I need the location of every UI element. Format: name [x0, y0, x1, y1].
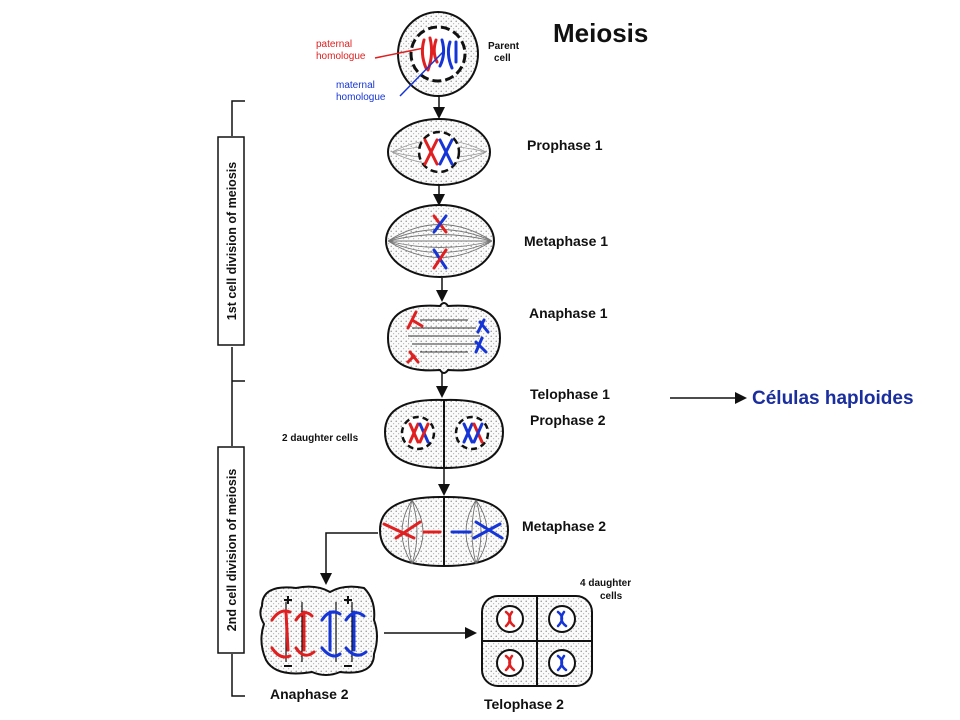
anaphase1-cell — [386, 302, 502, 374]
paternal-pointer — [374, 47, 425, 59]
label-four-daughter-2: cells — [600, 591, 623, 602]
bracket-label-first-division: 1st cell division of meiosis — [217, 136, 245, 346]
label-prophase1: Prophase 1 — [527, 137, 603, 153]
label-two-daughter-cells: 2 daughter cells — [282, 433, 359, 444]
paternal-label-2: homologue — [316, 51, 366, 62]
label-metaphase2: Metaphase 2 — [522, 518, 606, 534]
label-anaphase1: Anaphase 1 — [529, 305, 608, 321]
metaphase2-cells — [378, 495, 510, 568]
paternal-label-1: paternal — [316, 39, 352, 50]
label-metaphase1: Metaphase 1 — [524, 233, 608, 249]
parent-cell-label-2: cell — [494, 53, 511, 64]
telophase2-cells — [481, 595, 593, 687]
label-anaphase2: Anaphase 2 — [270, 686, 349, 702]
division-brackets — [231, 100, 245, 697]
prophase1-cell — [387, 118, 491, 186]
label-four-daughter-1: 4 daughter — [580, 578, 631, 589]
diagram-title: Meiosis — [553, 18, 648, 48]
anaphase2-cells — [259, 585, 378, 676]
maternal-pointer — [399, 51, 444, 97]
arrow-to-anaphase2 — [320, 532, 378, 585]
first-division-label: 1st cell division of meiosis — [225, 162, 239, 320]
bracket-label-second-division: 2nd cell division of meiosis — [217, 446, 245, 654]
parent-cell — [397, 11, 479, 97]
maternal-label-1: maternal — [336, 80, 375, 91]
label-telophase1: Telophase 1 — [530, 386, 610, 402]
telophase1-cells — [383, 398, 505, 470]
maternal-label-2: homologue — [336, 92, 386, 103]
label-prophase2: Prophase 2 — [530, 412, 606, 428]
second-division-label: 2nd cell division of meiosis — [225, 469, 239, 632]
parent-cell-label-1: Parent — [488, 41, 520, 52]
label-telophase2: Telophase 2 — [484, 696, 564, 712]
metaphase1-cell — [385, 204, 495, 278]
haploid-annotation: Células haploides — [752, 388, 914, 409]
flow-arrows — [433, 96, 450, 496]
